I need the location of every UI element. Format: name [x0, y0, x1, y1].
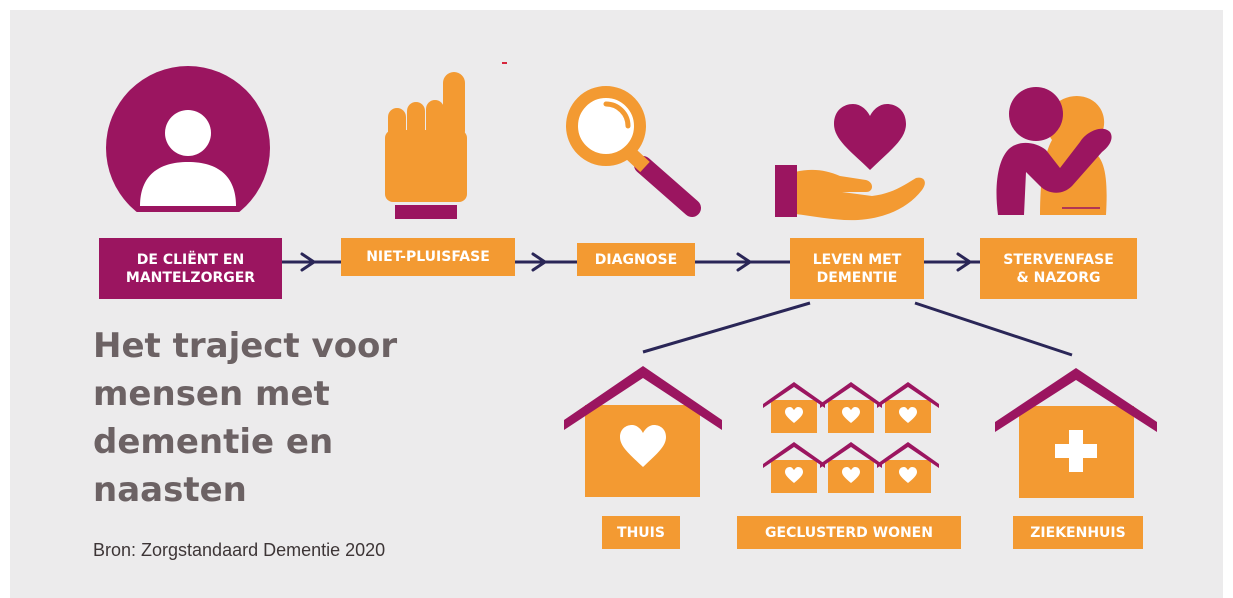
mini-house [820, 382, 882, 433]
heart-in-hand-icon [775, 104, 925, 221]
pointing-hand-icon [385, 72, 467, 219]
mini-house [877, 442, 939, 493]
stage-label-client: DE CLIËNT EN MANTELZORGER [99, 238, 282, 299]
person-icon [100, 66, 276, 232]
stage-label-diagnose: DIAGNOSE [577, 243, 695, 276]
hospital-icon [995, 368, 1157, 498]
living-label-geclusterd-wonen: GECLUSTERD WONEN [737, 516, 961, 549]
embrace-icon [996, 87, 1112, 215]
stage-label-niet-pluisfase: NIET-PLUISFASE [341, 238, 515, 276]
source-note: Bron: Zorgstandaard Dementie 2020 [93, 540, 386, 560]
timeline-arrow-1 [300, 252, 316, 272]
mini-house [763, 382, 825, 433]
timeline-arrow-2 [531, 252, 547, 272]
living-label-ziekenhuis: ZIEKENHUIS [1013, 516, 1143, 549]
living-label-thuis: THUIS [602, 516, 680, 549]
timeline-arrow-4 [956, 252, 972, 272]
stage-label-stervenfase: STERVENFASE & NAZORG [980, 238, 1137, 299]
house-heart-icon [564, 366, 722, 497]
infographic-title: Het traject voor mensen met dementie en … [93, 326, 398, 510]
mini-house [877, 382, 939, 433]
branch-line-left [642, 301, 811, 354]
mini-house [820, 442, 882, 493]
stage-label-leven-met-dementie: LEVEN MET DEMENTIE [790, 238, 924, 299]
clustered-houses-icon [763, 382, 939, 493]
timeline-arrow-3 [736, 252, 752, 272]
branch-line-right [914, 301, 1073, 357]
mini-house [763, 442, 825, 493]
magnifier-icon [566, 86, 701, 217]
